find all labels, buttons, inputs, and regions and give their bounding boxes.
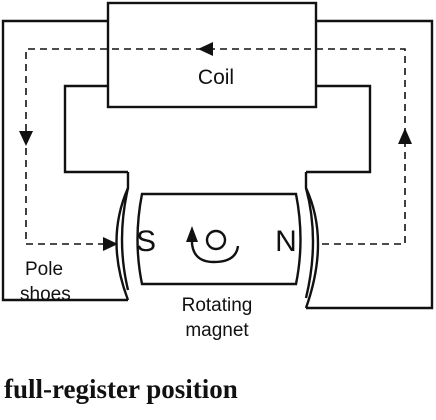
flux-arrow-into-pole — [103, 237, 118, 251]
rotating-magnet-label-line1: Rotating — [182, 295, 253, 316]
pole-shoes-label-line2: shoes — [20, 284, 71, 305]
pole-shoes-label-line1: Pole — [25, 259, 63, 280]
coil-label: Coil — [198, 66, 234, 89]
right-pole-shoe-inner-face — [304, 187, 315, 299]
flux-arrow-top — [198, 42, 213, 56]
left-pole-shoe-inner-face — [120, 187, 130, 291]
flux-arrow-left — [19, 131, 33, 146]
coil-box — [106, 1, 318, 109]
north-pole-label: N — [275, 225, 297, 258]
flux-path — [25, 48, 406, 245]
flux-arrow-right — [398, 128, 412, 144]
left-core-leg — [1, 19, 128, 302]
figure-caption: full-register position — [4, 374, 238, 404]
rotation-arrow — [190, 235, 240, 264]
south-pole-label: S — [136, 225, 156, 258]
rotation-arrowhead — [186, 226, 198, 242]
right-core-leg — [306, 19, 434, 310]
rotating-magnet — [136, 192, 302, 286]
magnet-pivot — [205, 229, 227, 251]
rotating-magnet-label-line2: magnet — [185, 320, 249, 341]
